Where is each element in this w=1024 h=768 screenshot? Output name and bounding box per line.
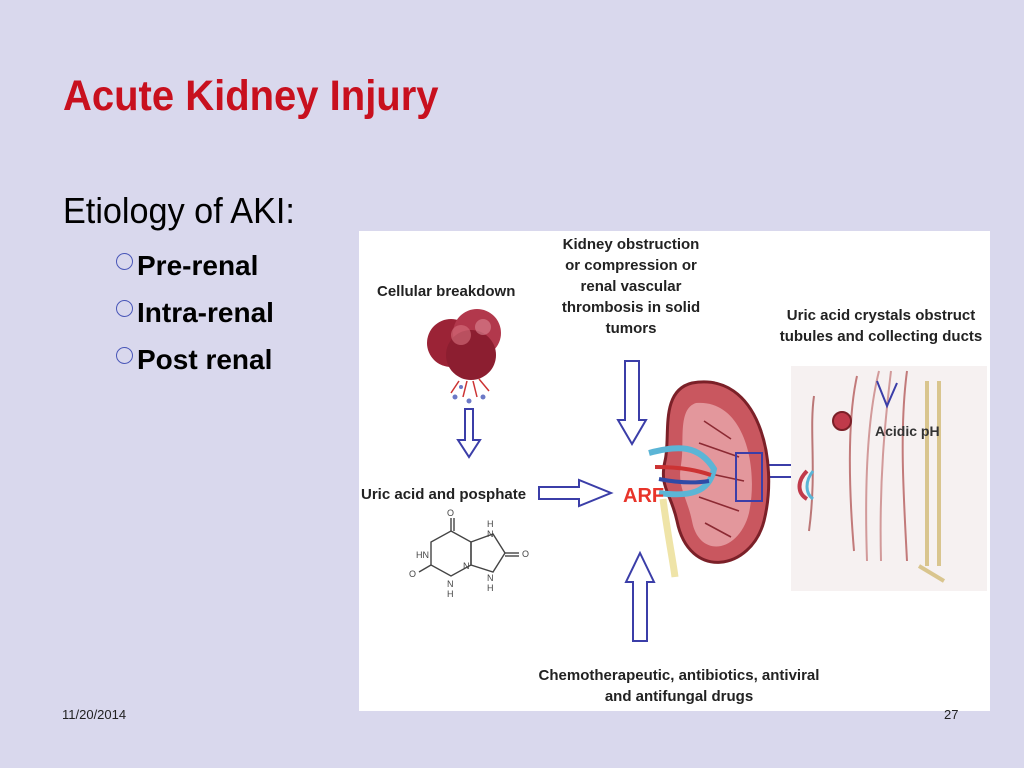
footer-page-number: 27 (944, 707, 959, 722)
bullet-item-pre-renal: Pre-renal (116, 242, 274, 289)
bullet-item-post-renal: Post renal (116, 336, 274, 383)
nephron-icon (791, 366, 987, 591)
slide-title: Acute Kidney Injury (63, 72, 439, 120)
label-uric-crystals: Uric acid crystals obstruct tubules and … (779, 307, 983, 345)
bullet-label: Post renal (137, 343, 273, 375)
cell-cluster-icon (427, 309, 501, 404)
arrow-down-obstruction (616, 360, 648, 446)
atom-o-left: O (409, 569, 416, 579)
label-cellular-breakdown: Cellular breakdown (377, 283, 516, 300)
arrow-down-cells (456, 408, 482, 459)
label-drugs: Chemotherapeutic, antibiotics, antiviral… (538, 667, 820, 705)
kidney-icon (648, 380, 771, 578)
bullet-label: Intra-renal (137, 296, 274, 328)
atom-h-bottom-right: H (487, 583, 494, 593)
slide-subtitle: Etiology of AKI: (63, 190, 295, 231)
label-uric-acid-phosphate: Uric acid and posphate (361, 486, 527, 503)
arrow-right-uric (538, 478, 614, 508)
bullet-ring-icon (116, 300, 133, 317)
atom-h-bottom: H (447, 589, 454, 599)
atom-h-top: H (487, 519, 494, 529)
bullet-label: Pre-renal (137, 249, 259, 281)
bullet-list: Pre-renal Intra-renal Post renal (116, 242, 274, 383)
label-kidney-obstruction: Kidney obstruction or compression or ren… (561, 236, 701, 337)
arrow-up-drugs (624, 550, 656, 642)
uric-acid-molecule-icon (418, 518, 519, 577)
atom-n-bottom: N (447, 579, 454, 589)
bullet-ring-icon (116, 253, 133, 270)
atom-n-mid: N (463, 561, 470, 571)
label-acidic-ph: Acidic pH (875, 423, 940, 439)
bullet-item-intra-renal: Intra-renal (116, 289, 274, 336)
aki-etiology-figure: O H N HN N O O N N H H Cellular breakdow… (359, 231, 990, 711)
figure-graphics: O H N HN N O O N N H H (409, 309, 987, 642)
atom-n-top: N (487, 529, 494, 539)
atom-n-bottom-right: N (487, 573, 494, 583)
atom-o-top: O (447, 508, 454, 518)
atom-hn: HN (416, 550, 429, 560)
atom-o-right: O (522, 549, 529, 559)
footer-date: 11/20/2014 (62, 707, 127, 722)
label-arf: ARF (623, 485, 665, 507)
bullet-ring-icon (116, 347, 133, 364)
